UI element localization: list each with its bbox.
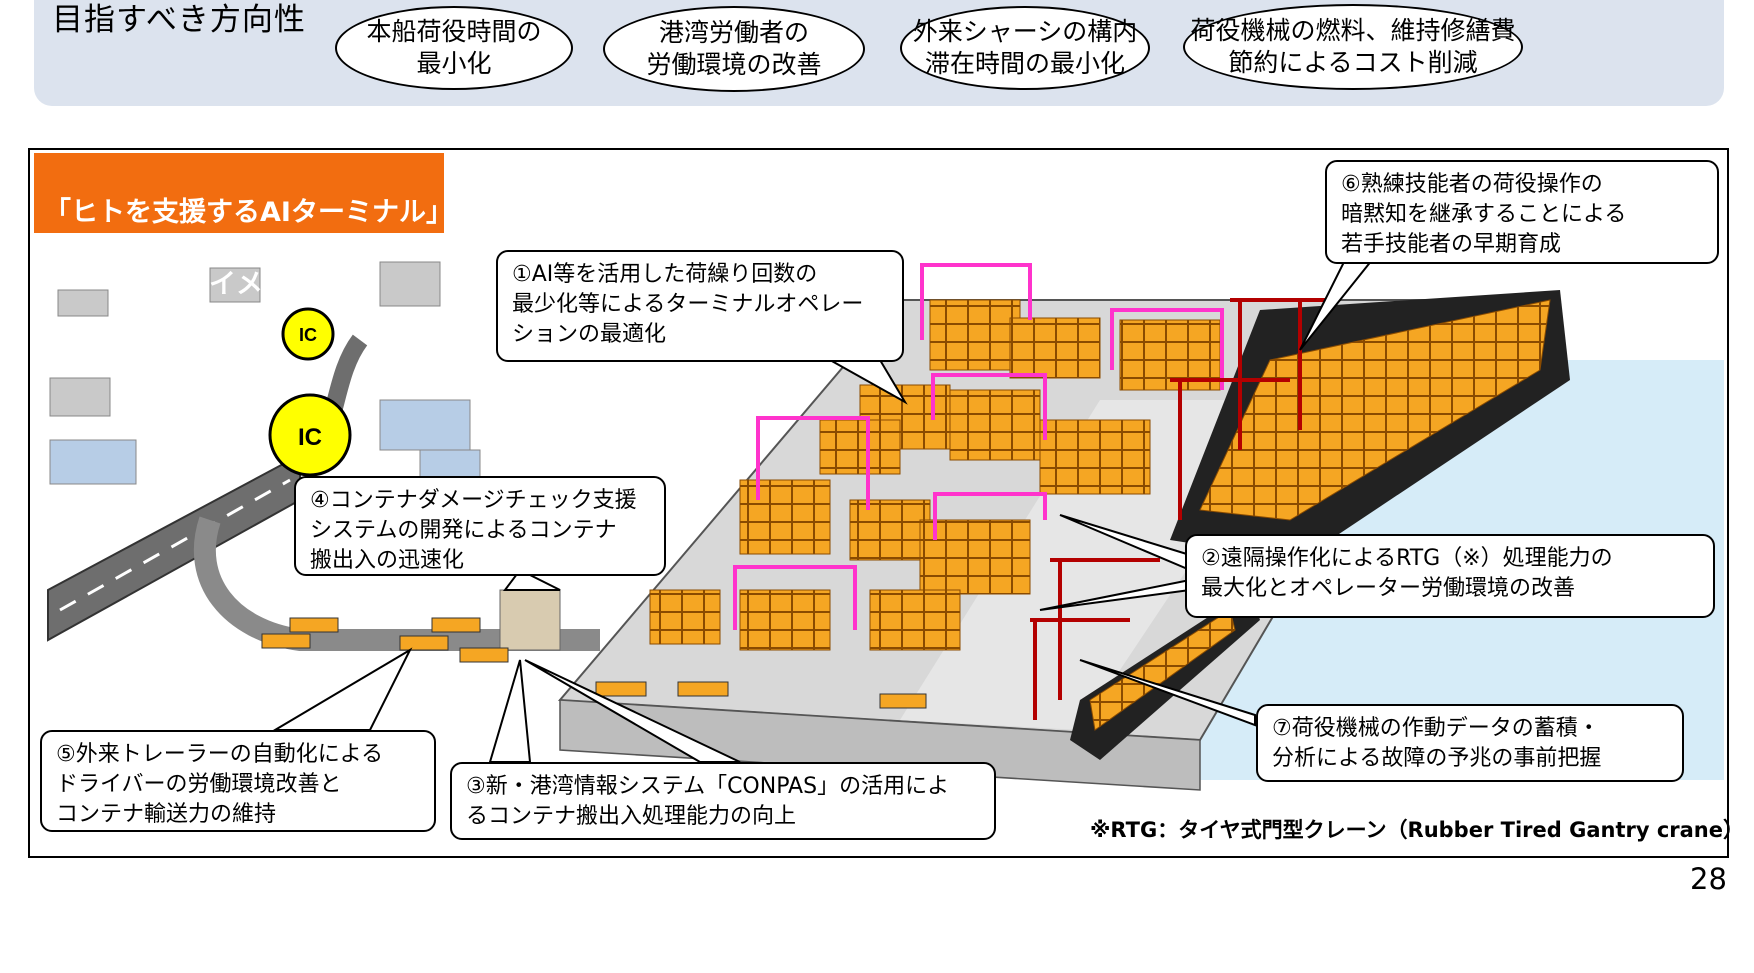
gate-building	[499, 589, 561, 651]
callout-4-damage-check: ④コンテナダメージチェック支援 システムの開発によるコンテナ 搬出入の迅速化	[294, 476, 666, 576]
goal-ellipse-4: 荷役機械の燃料、維持修繕費 節約によるコスト削減	[1183, 4, 1523, 90]
goal-ellipse-1: 本船荷役時間の 最小化	[335, 6, 573, 90]
callout-3-conpas: ③新・港湾情報システム「CONPAS」の活用によ るコンテナ搬出入処理能力の向上	[450, 762, 996, 840]
ship-cargo-large	[1199, 299, 1551, 521]
page-number: 28	[1690, 862, 1727, 896]
goal-ellipse-2: 港湾労働者の 労働環境の改善	[603, 6, 865, 92]
callout-pointers	[271, 249, 1383, 763]
truck-icons	[261, 617, 927, 709]
ship-cargo-small	[1089, 609, 1236, 731]
callout-5-autonomous-trailer: ⑤外来トレーラーの自動化による ドライバーの労働環境改善と コンテナ輸送力の維持	[40, 730, 436, 832]
diagram-title: 「ヒトを支援するAIターミナル」 のイメージ	[34, 153, 453, 300]
quay-front	[559, 699, 1201, 791]
callout-1-ai-operation: ①AI等を活用した荷繰り回数の 最少化等によるターミナルオペレー ションの最適化	[496, 250, 904, 362]
diagram-title-line-1: 「ヒトを支援するAIターミナル」	[44, 197, 453, 228]
diagram-title-line-2: のイメージ	[182, 269, 317, 300]
rtg-footnote: ※RTG：タイヤ式門型クレーン（Rubber Tired Gantry cran…	[1090, 818, 1745, 842]
goal-ellipse-3: 外来シャーシの構内 滞在時間の最小化	[900, 6, 1150, 90]
factory-icons	[49, 261, 481, 491]
ic-circle-small	[281, 307, 335, 361]
rtg-frames	[733, 263, 1224, 630]
callout-2-remote-rtg: ②遠隔操作化によるRTG（※）処理能力の 最大化とオペレーター労働環境の改善	[1185, 534, 1715, 618]
ic-label-small: IC	[299, 325, 317, 345]
ic-circle-large	[268, 393, 352, 477]
direction-label: 目指すべき方向性	[52, 2, 306, 38]
ic-label-large: IC	[298, 424, 322, 451]
callout-7-predictive-maintenance: ⑦荷役機械の作動データの蓄積・ 分析による故障の予兆の事前把握	[1256, 704, 1684, 782]
gantry-cranes	[1030, 298, 1330, 720]
callout-6-skill-transfer: ⑥熟練技能者の荷役操作の 暗黙知を継承することによる 若手技能者の早期育成	[1325, 160, 1719, 264]
